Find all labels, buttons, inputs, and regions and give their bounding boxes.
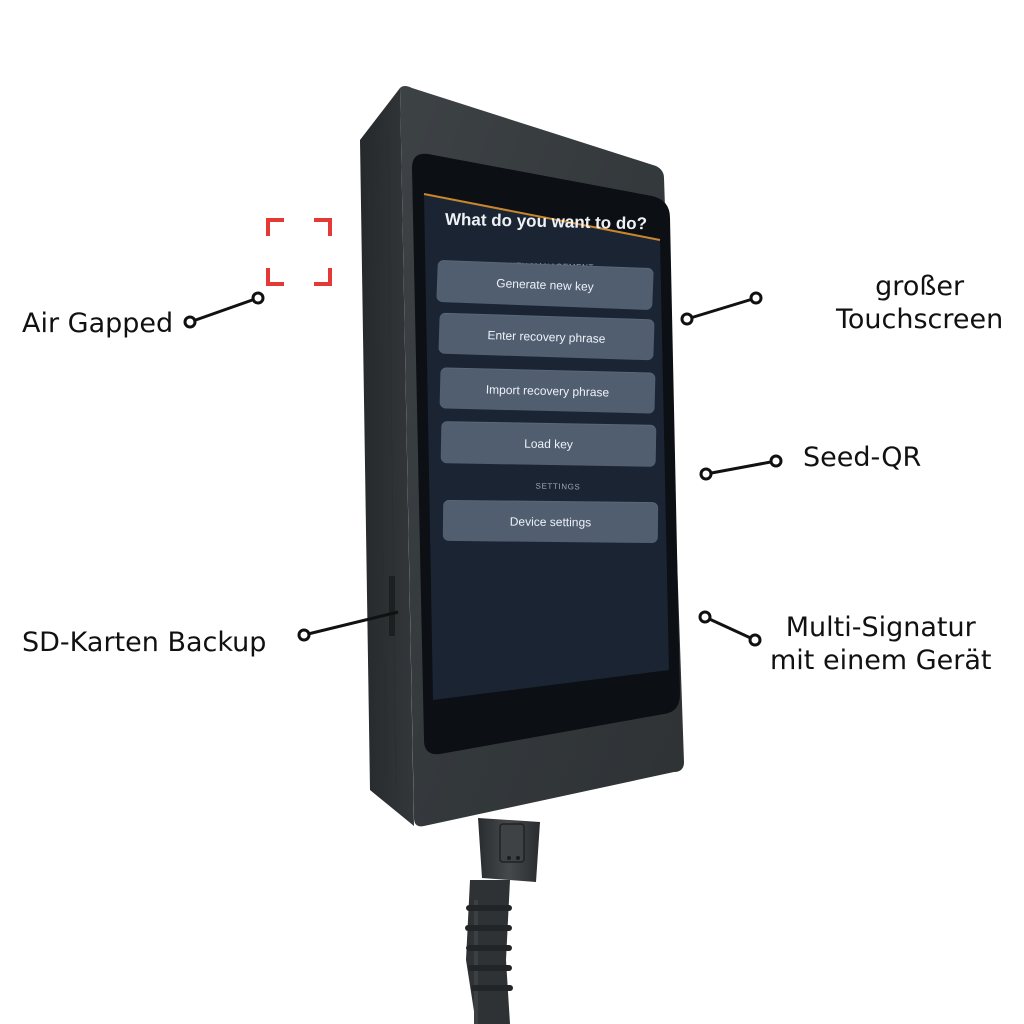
qr-scanner-marker-icon [266, 218, 332, 286]
callout-touchscreen-line2: Touchscreen [836, 304, 1004, 336]
callout-sd-backup: SD-Karten Backup [22, 626, 266, 659]
callout-leaders [183, 291, 783, 647]
callout-seed-qr-text: Seed-QR [803, 442, 922, 473]
callout-sd-backup-text: SD-Karten Backup [22, 627, 267, 658]
callout-touchscreen: großer Touchscreen [836, 270, 1003, 337]
callout-multisig: Multi-Signatur mit einem Gerät [770, 611, 991, 678]
callout-seed-qr: Seed-QR [803, 441, 921, 474]
callout-touchscreen-line1: großer [875, 271, 965, 302]
device-settings-button[interactable]: Device settings [442, 499, 659, 544]
callout-air-gapped: Air Gapped [22, 307, 173, 340]
device-case-side [360, 88, 414, 826]
callout-air-gapped-text: Air Gapped [22, 308, 174, 339]
sd-card-slot [389, 576, 395, 636]
callout-multisig-line1: Multi-Signatur [785, 612, 976, 643]
usb-cable [465, 818, 540, 1024]
callout-multisig-line2: mit einem Gerät [770, 645, 992, 677]
import-recovery-phrase-button[interactable]: Import recovery phrase [439, 367, 656, 414]
generate-new-key-button[interactable]: Generate new key [436, 259, 654, 311]
load-key-button[interactable]: Load key [440, 421, 657, 467]
enter-recovery-phrase-button[interactable]: Enter recovery phrase [438, 312, 655, 361]
screen-header-accent [423, 193, 661, 241]
